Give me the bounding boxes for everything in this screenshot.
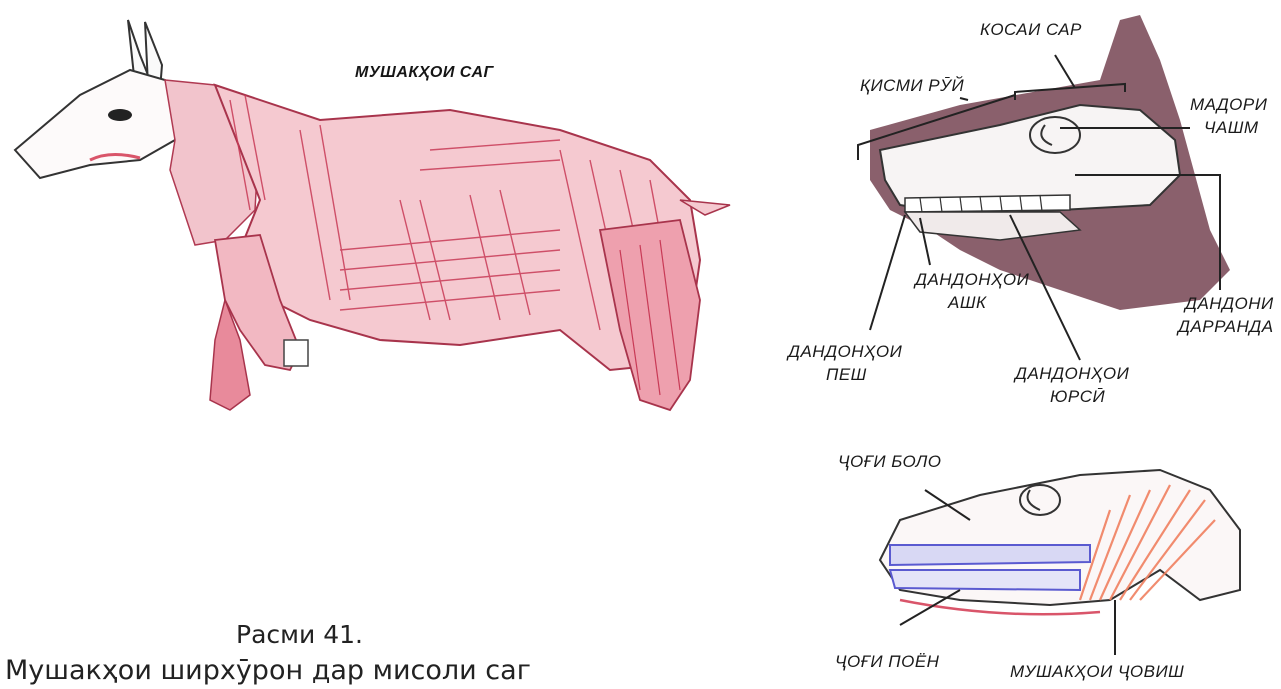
jaw-illustration — [880, 470, 1240, 614]
label-madori-chashm-1: МАДОРИ — [1190, 95, 1267, 115]
label-dandonhoi-yursi-2: ЮРСӢ — [1050, 387, 1105, 407]
label-jogi-bolo: ҶОҒИ БОЛО — [838, 452, 942, 472]
label-dandoni-darranda-2: ДАРРАНДА — [1178, 317, 1274, 337]
label-dandonhoi-pesh-1: ДАНДОНҲОИ — [788, 342, 902, 362]
label-dandonhoi-ashk-2: АШК — [948, 293, 987, 313]
diagram-title: МУШАКҲОИ САГ — [355, 64, 494, 82]
label-madori-chashm-2: ЧАШМ — [1204, 118, 1259, 138]
label-jogi-poen: ҶОҒИ ПОЁН — [835, 652, 939, 672]
label-dandonhoi-pesh-2: ПЕШ — [826, 365, 867, 385]
label-kosai-sar: КОСАИ САР — [980, 20, 1082, 40]
label-mushakhoi-jovish: МУШАКҲОИ ҶОВИШ — [1010, 662, 1184, 682]
figure-caption-text: Мушакҳои ширхӯрон дар мисоли саг — [5, 655, 531, 686]
label-dandonhoi-yursi-1: ДАНДОНҲОИ — [1015, 364, 1129, 384]
figure-caption-number: Расми 41. — [236, 620, 363, 649]
label-dandoni-darranda-1: ДАНДОНИ — [1185, 294, 1274, 314]
label-dandonhoi-ashk-1: ДАНДОНҲОИ — [915, 270, 1029, 290]
skull-illustration — [870, 15, 1230, 310]
label-qismi-ruy: ҚИСМИ РӮЙ — [860, 76, 964, 96]
